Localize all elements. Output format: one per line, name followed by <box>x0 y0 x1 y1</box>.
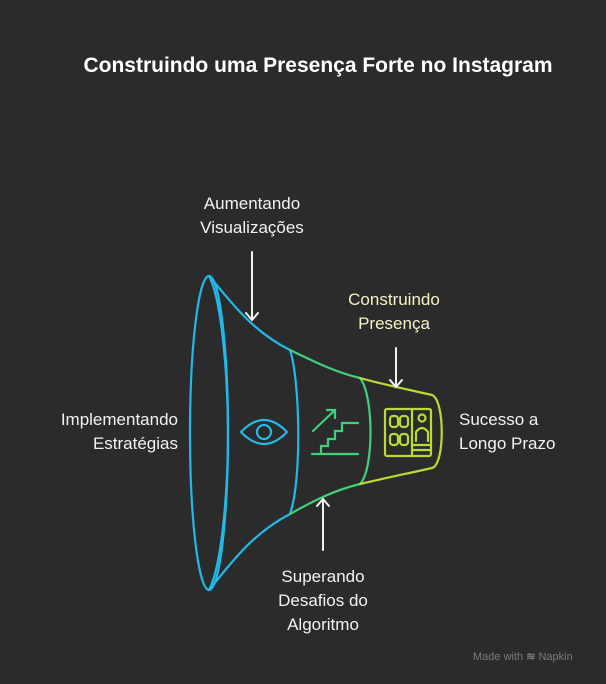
funnel-section-3 <box>358 376 443 486</box>
label-superando-desafios: Superando Desafios do Algoritmo <box>253 565 393 637</box>
label-line: Estratégias <box>92 434 178 453</box>
label-line: Implementando <box>60 410 178 429</box>
watermark-brand: Napkin <box>538 651 573 663</box>
arrow-superando <box>316 497 330 551</box>
label-aumentando-visualizacoes: Aumentando Visualizações <box>172 192 332 240</box>
stairs-growth-icon <box>310 408 360 456</box>
label-line: Superando <box>281 567 365 586</box>
arrow-construindo <box>389 347 403 389</box>
label-line: Construindo <box>348 290 440 309</box>
label-implementando-estrategias: Implementando Estratégias <box>61 408 178 456</box>
label-construindo-presenca: Construindo Presença <box>324 288 464 336</box>
label-line: Visualizações <box>200 218 304 237</box>
label-line: Desafios do <box>278 591 368 610</box>
watermark: Made with ≋ Napkin <box>473 650 573 663</box>
label-line: Longo Prazo <box>459 434 556 453</box>
eye-icon <box>239 418 289 446</box>
label-line: Sucesso a <box>459 410 539 429</box>
label-line: Aumentando <box>203 194 301 213</box>
label-sucesso-longo-prazo: Sucesso a Longo Prazo <box>459 408 555 456</box>
funnel-section-1 <box>188 274 300 592</box>
napkin-logo-icon: ≋ <box>526 651 536 663</box>
page-title: Construindo uma Presença Forte no Instag… <box>83 54 553 77</box>
label-line: Algoritmo <box>287 615 359 634</box>
profile-grid-icon <box>383 407 433 458</box>
funnel-section-2 <box>288 348 372 516</box>
arrow-aumentando <box>245 251 259 322</box>
watermark-prefix: Made with <box>473 651 524 663</box>
label-line: Presença <box>358 314 430 333</box>
